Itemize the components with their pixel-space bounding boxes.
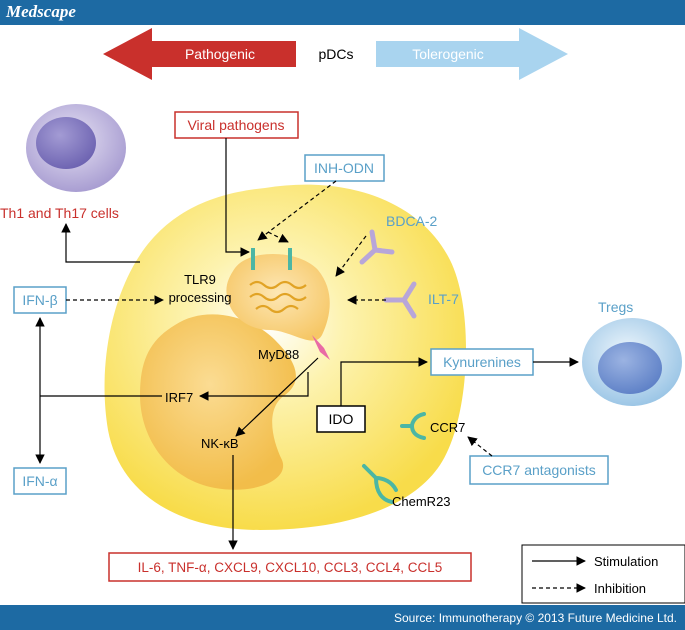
treg-nucleus-icon bbox=[598, 342, 662, 394]
cpg-dna-icon bbox=[249, 280, 307, 290]
pathogenic-arrow bbox=[103, 28, 296, 80]
tolerogenic-arrow bbox=[376, 28, 568, 80]
ccr7-antagonists-box bbox=[469, 455, 609, 485]
bdca2-receptor-icon bbox=[359, 229, 395, 265]
viral-pathogens-box bbox=[174, 111, 299, 139]
th-nucleus-icon bbox=[36, 117, 96, 169]
myd88-icon bbox=[312, 335, 330, 360]
pdcs-label: pDCs bbox=[318, 46, 353, 62]
ccr7-antagonists-label: CCR7 antagonists bbox=[482, 462, 596, 478]
myd88-label: MyD88 bbox=[258, 347, 299, 362]
ccr7-label: CCR7 bbox=[430, 420, 465, 435]
nucleus bbox=[140, 314, 296, 490]
cytokines-label: IL-6, TNF-α, CXCL9, CXCL10, CCL3, CCL4, … bbox=[138, 560, 443, 575]
tregs-label: Tregs bbox=[598, 299, 633, 315]
ifn-beta-box bbox=[13, 286, 67, 314]
brand-logo: Medscape bbox=[6, 2, 76, 21]
kynurenines-label: Kynurenines bbox=[443, 354, 521, 370]
cytokines-box bbox=[108, 552, 472, 582]
diagram: Pathogenic pDCs Tolerogenic bbox=[0, 28, 685, 604]
tlr9-label: TLR9 bbox=[184, 272, 216, 287]
legend-inhibition-label: Inhibition bbox=[594, 581, 646, 596]
source-credit: Source: Immunotherapy © 2013 Future Medi… bbox=[394, 611, 677, 625]
irf7-label: IRF7 bbox=[165, 390, 193, 405]
top-bar: Medscape bbox=[0, 0, 685, 25]
stimulation-arrows bbox=[35, 138, 579, 550]
th-cells-label: Th1 and Th17 cells bbox=[0, 205, 119, 221]
viral-pathogens-label: Viral pathogens bbox=[187, 117, 284, 133]
bottom-bar: Source: Immunotherapy © 2013 Future Medi… bbox=[0, 605, 685, 630]
tlr9-receptor-icon bbox=[251, 248, 255, 270]
ilt7-label: ILT-7 bbox=[428, 291, 459, 307]
tolerogenic-label: Tolerogenic bbox=[412, 46, 484, 62]
inhibition-arrows bbox=[66, 180, 493, 457]
processing-label: processing bbox=[169, 290, 232, 305]
chemr23-receptor-icon bbox=[362, 464, 398, 504]
nfkb-label: NK-κB bbox=[201, 436, 239, 451]
ifn-alpha-box bbox=[13, 467, 67, 495]
bdca2-label: BDCA-2 bbox=[386, 213, 438, 229]
ido-label: IDO bbox=[329, 411, 354, 427]
legend-box bbox=[521, 544, 685, 604]
cpg-dna-icon bbox=[255, 304, 299, 314]
inh-odn-label: INH-ODN bbox=[314, 160, 374, 176]
ilt7-receptor-icon bbox=[383, 281, 417, 319]
pathogenic-label: Pathogenic bbox=[185, 46, 255, 62]
ifn-beta-label: IFN-β bbox=[22, 292, 57, 308]
cpg-dna-icon bbox=[249, 292, 307, 302]
ido-box bbox=[316, 405, 366, 433]
ifn-alpha-label: IFN-α bbox=[22, 473, 57, 489]
inh-odn-box bbox=[304, 154, 385, 182]
chemr23-label: ChemR23 bbox=[392, 494, 451, 509]
ccr7-receptor-icon bbox=[400, 412, 426, 440]
kynurenines-box bbox=[430, 348, 534, 376]
tlr9-receptor-icon bbox=[288, 248, 292, 270]
legend-stimulation-label: Stimulation bbox=[594, 554, 658, 569]
